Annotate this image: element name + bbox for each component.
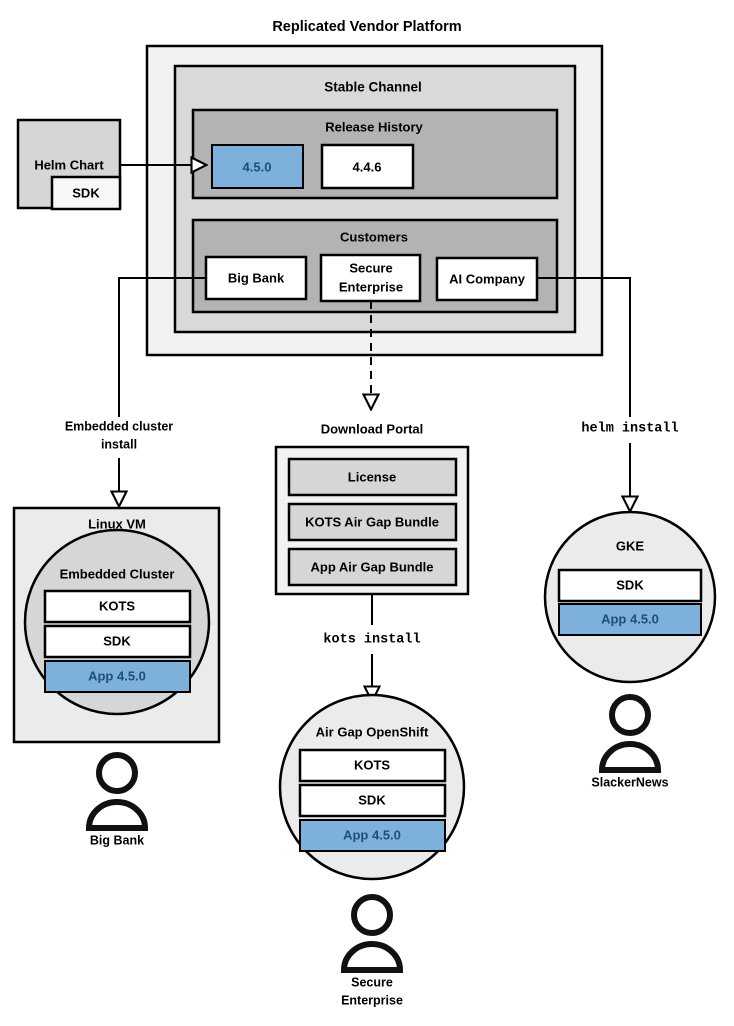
linux-vm-component-kots[interactable]	[45, 591, 190, 622]
air-gap-component-app-label: App 4.5.0	[343, 827, 401, 842]
release-history-label: Release History	[325, 119, 423, 134]
helm-chart-node[interactable]: Helm Chart SDK	[18, 120, 120, 209]
actor-secure-enterprise-label-line1: Secure	[351, 975, 393, 989]
replicated-vendor-platform-panel: Stable Channel Release History 4.5.0 4.4…	[147, 46, 602, 355]
customer-secure-enterprise-label-line2: Enterprise	[339, 279, 403, 294]
download-item-app-air-gap-bundle[interactable]	[289, 549, 456, 585]
avatar-slackernews	[598, 694, 662, 773]
linux-vm-component-app-label: App 4.5.0	[88, 668, 146, 683]
customer-big-bank-label: Big Bank	[228, 270, 285, 285]
linux-vm-component-sdk-label: SDK	[103, 633, 131, 648]
linux-vm-component-sdk[interactable]	[45, 626, 190, 657]
customer-secure-enterprise[interactable]	[321, 255, 420, 301]
actor-secure-enterprise-label-line2: Enterprise	[341, 993, 403, 1007]
embedded-cluster-label: Embedded Cluster	[60, 566, 175, 581]
gke-component-sdk[interactable]	[559, 570, 701, 601]
page-title: Replicated Vendor Platform	[272, 19, 461, 35]
customer-big-bank[interactable]	[206, 257, 306, 299]
release-version-4-5-0: 4.5.0	[243, 159, 272, 174]
target-linux-vm[interactable]: Linux VM Embedded Cluster KOTS SDK App 4…	[14, 508, 219, 847]
linux-vm-component-app[interactable]	[45, 661, 190, 692]
release-chip-4-4-6[interactable]	[322, 145, 413, 188]
helm-chart-label: Helm Chart	[34, 157, 104, 172]
edge-ai-company-out	[537, 277, 631, 417]
download-portal-node[interactable]: License KOTS Air Gap Bundle App Air Gap …	[276, 447, 468, 594]
edge-helm-install-label: helm install	[581, 422, 678, 437]
customer-ai-company-label: AI Company	[449, 271, 526, 286]
customer-secure-enterprise-label-line1: Secure	[349, 260, 392, 275]
target-air-gap-openshift[interactable]: Air Gap OpenShift KOTS SDK App 4.5.0 Sec…	[280, 695, 464, 1007]
air-gap-component-sdk-label: SDK	[358, 792, 386, 807]
edge-big-bank-out	[118, 277, 206, 417]
edge-embedded-install-label-line1: Embedded cluster	[65, 419, 173, 433]
avatar-big-bank	[85, 752, 149, 831]
gke-label: GKE	[616, 538, 645, 553]
air-gap-component-sdk[interactable]	[300, 785, 445, 816]
download-item-license[interactable]	[289, 459, 456, 495]
download-portal-label: Download Portal	[321, 421, 424, 436]
release-chip-4-5-0[interactable]	[212, 145, 303, 188]
air-gap-component-kots[interactable]	[300, 750, 445, 781]
helm-chart-sdk-box[interactable]	[52, 177, 120, 209]
air-gap-component-app[interactable]	[300, 820, 445, 851]
helm-chart-sdk-label: SDK	[72, 185, 100, 200]
target-gke[interactable]: GKE SDK App 4.5.0 SlackerNews	[545, 512, 715, 789]
actor-slackernews-label: SlackerNews	[591, 775, 668, 789]
air-gap-openshift-label: Air Gap OpenShift	[316, 724, 429, 739]
customer-ai-company[interactable]	[437, 258, 537, 300]
gke-component-app[interactable]	[559, 604, 701, 635]
edge-kots-install-label: kots install	[323, 633, 420, 648]
edge-embedded-install-label-line2: install	[101, 437, 137, 451]
stable-channel-label: Stable Channel	[324, 80, 422, 95]
linux-vm-component-kots-label: KOTS	[99, 598, 135, 613]
air-gap-component-kots-label: KOTS	[354, 757, 390, 772]
gke-component-sdk-label: SDK	[616, 577, 644, 592]
linux-vm-label: Linux VM	[88, 516, 146, 531]
gke-component-app-label: App 4.5.0	[601, 611, 659, 626]
download-item-kots-air-gap-bundle[interactable]	[289, 504, 456, 540]
actor-big-bank-label: Big Bank	[90, 833, 144, 847]
download-item-kots-air-gap-bundle-label: KOTS Air Gap Bundle	[305, 514, 439, 529]
release-version-4-4-6: 4.4.6	[353, 159, 382, 174]
download-item-app-air-gap-bundle-label: App Air Gap Bundle	[310, 559, 433, 574]
download-item-license-label: License	[348, 469, 396, 484]
avatar-secure-enterprise	[340, 894, 404, 973]
customers-label: Customers	[340, 229, 408, 244]
